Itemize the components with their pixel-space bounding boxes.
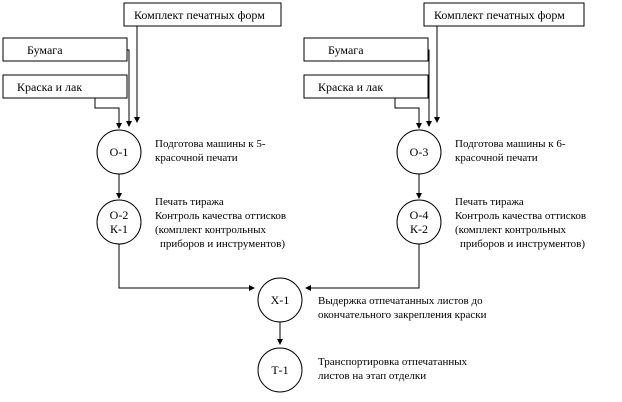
input-paper-left: Бумага: [2, 37, 128, 62]
desc-o2: Печать тиража Контроль качества оттисков…: [155, 196, 286, 250]
node-o2-k1: О-2 К-1: [96, 199, 142, 245]
input-forms-left-label: Комплект печатных форм: [134, 8, 265, 22]
desc-o1-line: Подготова машины к 5-: [155, 138, 266, 150]
node-x1: Х-1: [257, 277, 303, 323]
node-t1-label: Т-1: [271, 363, 288, 377]
node-o4-label: О-4: [410, 208, 429, 222]
desc-o3: Подготова машины к 6- красочной печати: [455, 138, 566, 164]
desc-t1: Транспортировка отпечатанных листов на э…: [318, 356, 468, 382]
input-forms-right-label: Комплект печатных форм: [434, 8, 565, 22]
desc-o2-line: Печать тиража: [155, 196, 224, 208]
connector-ink-to-o3: [394, 98, 422, 129]
input-paper-left-label: Бумага: [27, 43, 63, 57]
desc-o2-line: Контроль качества оттисков: [155, 210, 286, 222]
node-o2-label: О-2: [110, 208, 129, 222]
connector-o4-to-x1: [305, 244, 420, 291]
input-forms-left: Комплект печатных форм: [123, 2, 282, 27]
input-ink-left-label: Краска и лак: [17, 80, 82, 94]
node-k1-label: К-1: [110, 222, 128, 236]
input-paper-right: Бумага: [303, 37, 429, 62]
desc-x1: Выдержка отпечатанных листов до окончате…: [318, 295, 487, 321]
desc-o4-line: приборов и инструментов): [460, 238, 585, 250]
desc-o4-line: Печать тиража: [455, 196, 524, 208]
desc-t1-line: Транспортировка отпечатанных: [318, 356, 468, 368]
node-k2-label: К-2: [410, 222, 428, 236]
desc-x1-line: Выдержка отпечатанных листов до: [318, 295, 483, 307]
desc-o4-line: Контроль качества оттисков: [455, 210, 586, 222]
input-ink-right: Краска и лак: [303, 74, 429, 99]
desc-o4-line: (комплект контрольных: [455, 224, 566, 236]
desc-x1-line: окончательного закрепления краски: [318, 309, 487, 321]
desc-o2-line: приборов и инструментов): [160, 238, 285, 250]
desc-o3-line: красочной печати: [455, 152, 538, 164]
node-o3: О-3: [396, 129, 442, 175]
desc-o1: Подготова машины к 5- красочной печати: [155, 138, 266, 164]
node-o4-k2: О-4 К-2: [396, 199, 442, 245]
desc-o1-line: красочной печати: [155, 152, 238, 164]
node-o3-label: О-3: [410, 145, 429, 159]
input-ink-left: Краска и лак: [2, 74, 128, 99]
desc-o3-line: Подготова машины к 6-: [455, 138, 566, 150]
node-o1-label: О-1: [110, 145, 129, 159]
desc-o4: Печать тиража Контроль качества оттисков…: [455, 196, 586, 250]
connector-paper-to-o3: [426, 49, 432, 127]
node-o1: О-1: [96, 129, 142, 175]
node-t1: Т-1: [257, 347, 303, 393]
connector-paper-to-o1: [126, 49, 132, 127]
input-forms-right: Комплект печатных форм: [423, 2, 585, 27]
desc-t1-line: листов на этап отделки: [318, 370, 426, 382]
desc-o2-line: (комплект контрольных: [155, 224, 266, 236]
input-paper-right-label: Бумага: [328, 43, 364, 57]
node-x1-label: Х-1: [271, 293, 290, 307]
connector-o2-to-x1: [118, 244, 255, 291]
input-ink-right-label: Краска и лак: [318, 80, 383, 94]
connector-ink-to-o1: [94, 98, 122, 129]
